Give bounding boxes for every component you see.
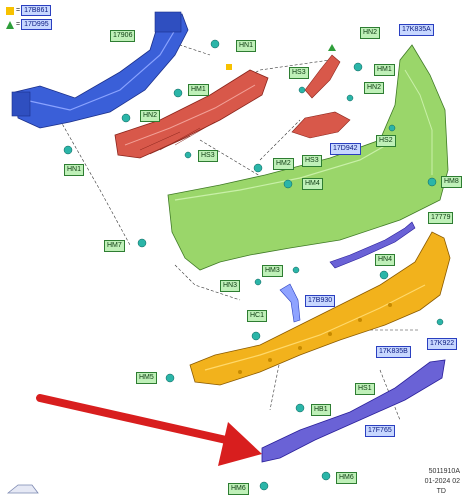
clip-icon xyxy=(379,270,389,280)
clip-icon xyxy=(210,39,220,49)
part-label: HM3 xyxy=(262,265,283,277)
part-label: HS2 xyxy=(376,135,396,147)
legend-square-marker xyxy=(226,64,232,70)
part-label: HN4 xyxy=(375,254,396,266)
clip-icon xyxy=(121,113,131,123)
square-icon xyxy=(6,6,14,15)
energy-absorber-part xyxy=(114,69,269,159)
part-label: 17906 xyxy=(110,30,136,42)
rod-bracket-part xyxy=(279,283,301,323)
diffuser-part xyxy=(261,359,446,463)
bracket-part-upper xyxy=(304,54,341,99)
figure-region: TD xyxy=(436,488,446,495)
lower-bumper-part xyxy=(189,231,451,386)
part-label: HN1 xyxy=(64,164,85,176)
part-label: 17B930 xyxy=(305,295,336,307)
part-label: HM5 xyxy=(136,372,157,384)
legend-row-square: =17B861 xyxy=(6,5,52,17)
bracket-part-lower xyxy=(291,111,351,139)
clip-icon xyxy=(388,124,396,132)
part-label: HM7 xyxy=(104,240,125,252)
part-label: HN2 xyxy=(364,82,385,94)
part-label: 17F765 xyxy=(365,425,395,437)
clip-icon xyxy=(427,177,437,187)
clip-icon xyxy=(251,331,261,341)
clip-icon xyxy=(346,94,354,102)
clip-icon xyxy=(254,278,262,286)
vehicle-orientation-icon xyxy=(6,484,39,494)
part-label: HM8 xyxy=(441,176,462,188)
clip-icon xyxy=(165,373,175,383)
clip-icon xyxy=(253,163,263,173)
clip-icon xyxy=(259,481,269,491)
bumper-reinforcement-part xyxy=(11,11,189,129)
part-label: 17D942 xyxy=(330,143,361,155)
clip-icon xyxy=(298,86,306,94)
clip-icon xyxy=(292,266,300,274)
part-label: 17K922 xyxy=(427,338,458,350)
legend-code: 17D995 xyxy=(21,19,52,30)
clip-icon xyxy=(321,471,331,481)
triangle-icon xyxy=(6,20,14,29)
legend-code: 17B861 xyxy=(21,5,52,16)
part-label: 17K835B xyxy=(376,346,411,358)
clip-icon xyxy=(137,238,147,248)
part-label: HM6 xyxy=(228,483,249,495)
part-label: HS3 xyxy=(289,67,309,79)
part-label: HN2 xyxy=(140,110,161,122)
part-label: HS3 xyxy=(198,150,218,162)
highlight-arrow xyxy=(36,394,262,466)
part-label: HM2 xyxy=(273,158,294,170)
part-label: HN3 xyxy=(220,280,241,292)
clip-icon xyxy=(295,403,305,413)
clip-icon xyxy=(173,88,183,98)
trim-strip-part xyxy=(329,221,416,269)
part-label: HB1 xyxy=(311,404,331,416)
part-label: HM6 xyxy=(336,472,357,484)
clip-icon xyxy=(353,62,363,72)
part-label: 17779 xyxy=(428,212,454,224)
part-label: 17K835A xyxy=(399,24,434,36)
part-label: HM1 xyxy=(188,84,209,96)
part-label: HN1 xyxy=(236,40,257,52)
figure-code: 5011910A xyxy=(428,468,460,475)
figure-date: 01-2024 02 xyxy=(424,478,460,485)
part-label: HM1 xyxy=(374,64,395,76)
legend-row-triangle: =17D995 xyxy=(6,19,52,31)
clip-icon xyxy=(436,318,444,326)
clip-icon xyxy=(63,145,73,155)
part-label: HM4 xyxy=(302,178,323,190)
fastener-clips xyxy=(63,39,444,491)
clip-icon xyxy=(283,179,293,189)
part-label: HC1 xyxy=(247,310,268,322)
legend-triangle-marker xyxy=(328,44,336,51)
part-label: HN2 xyxy=(360,27,381,39)
part-label: HS3 xyxy=(302,155,322,167)
clip-icon xyxy=(184,151,192,159)
part-label: HS1 xyxy=(355,383,375,395)
